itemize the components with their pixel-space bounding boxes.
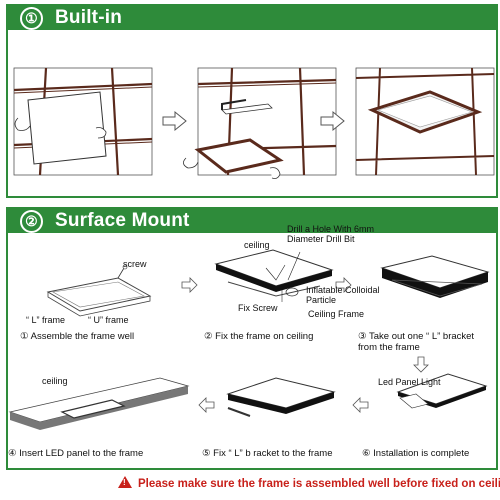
- step-4-caption: ④ Insert LED panel to the frame: [8, 448, 144, 459]
- arrow-2: [320, 110, 345, 132]
- step-6-illustration: [396, 373, 488, 409]
- section-title: Surface Mount: [55, 210, 190, 231]
- builtin-step-3-illustration: [355, 67, 495, 176]
- surface-mount-header: ② Surface Mount: [8, 209, 496, 233]
- arrow-step-6-5: [352, 397, 369, 413]
- warning-text: Please make sure the frame is assembled …: [138, 478, 500, 490]
- label-u-frame: “ U” frame: [88, 315, 129, 325]
- label-ceiling-bottom: ceiling: [42, 376, 68, 386]
- label-led-panel-light: Led Panel Light: [378, 377, 441, 387]
- label-inflatable-particle: Inflatable Colloidal Particle: [306, 285, 380, 305]
- step-6-caption: ⑥ Installation is complete: [362, 448, 470, 459]
- builtin-step-1-illustration: [13, 67, 153, 176]
- arrow-step-2-3: [335, 277, 352, 293]
- step-5-illustration: [226, 377, 336, 417]
- section-number: ②: [20, 210, 43, 233]
- step-2-caption: ② Fix the frame on ceiling: [204, 331, 314, 342]
- warning-icon: [118, 476, 132, 488]
- label-ceiling-frame: Ceiling Frame: [308, 309, 365, 319]
- arrow-step-3-6: [413, 356, 429, 373]
- surface-mount-section: ② Surface Mount: [6, 207, 498, 470]
- arrow-1: [162, 110, 187, 132]
- builtin-step-2-illustration: [183, 67, 337, 179]
- step-3-illustration: [380, 255, 490, 298]
- label-ceiling-top: ceiling: [244, 240, 270, 250]
- step-3-caption: ③ Take out one “ L” bracket from the fra…: [358, 331, 475, 353]
- label-screw: screw: [123, 259, 147, 269]
- step-5-caption: ⑤ Fix “ L” b racket to the frame: [202, 448, 333, 459]
- step-1-frame-illustration: [46, 264, 152, 317]
- arrow-step-5-4: [198, 397, 215, 413]
- label-drill-hole: Drill a Hole With 6mm Diameter Drill Bit: [287, 224, 375, 244]
- step-1-caption: ① Assemble the frame well: [20, 331, 135, 342]
- warning-note: Please make sure the frame is assembled …: [118, 476, 500, 490]
- label-l-frame: “ L” frame: [26, 315, 66, 325]
- step-4-illustration: [8, 377, 190, 430]
- section-title: Built-in: [55, 7, 123, 28]
- section-number: ①: [20, 7, 43, 30]
- built-in-header: ① Built-in: [8, 6, 496, 30]
- arrow-step-1-2: [181, 277, 198, 293]
- label-fix-screw: Fix Screw: [238, 303, 278, 313]
- step-2-ceiling-illustration: [214, 249, 334, 302]
